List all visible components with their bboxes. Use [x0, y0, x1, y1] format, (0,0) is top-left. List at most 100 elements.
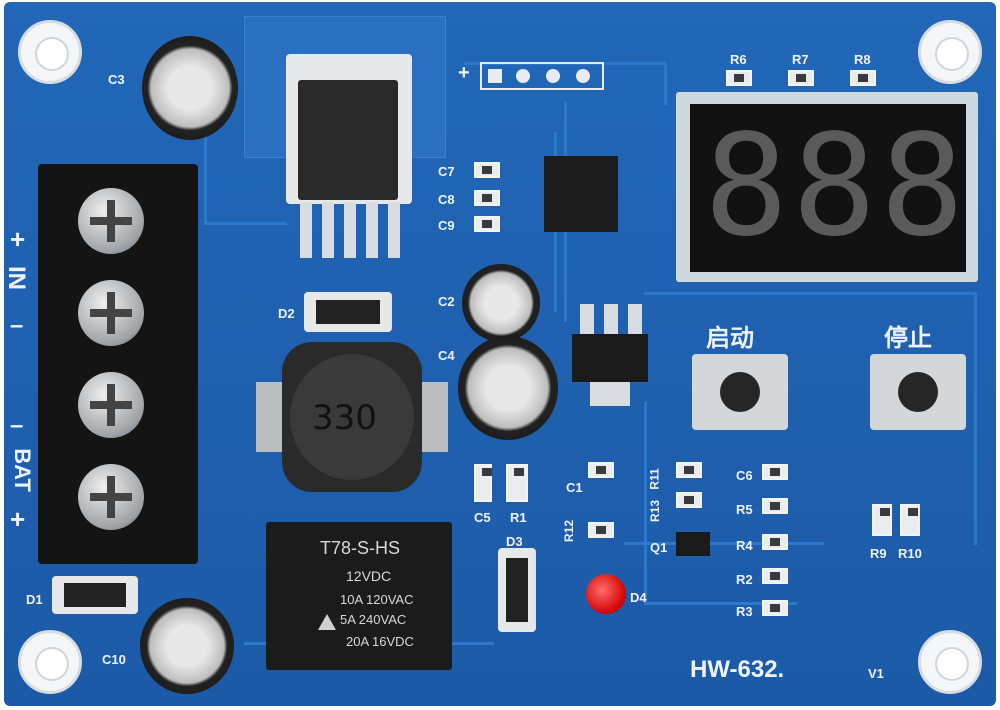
- display-digit-2: 8: [792, 105, 877, 268]
- label-d4: D4: [630, 590, 647, 605]
- mounting-hole-bottom-right: [918, 630, 982, 694]
- resistor-r11: [676, 462, 702, 478]
- mounting-hole-bottom-left: [18, 630, 82, 694]
- label-r10: R10: [898, 546, 922, 561]
- relay-coil: 12VDC: [346, 568, 392, 584]
- mounting-hole-top-left: [18, 20, 82, 84]
- diode-d3: [498, 548, 536, 632]
- stop-button-label: 停止: [884, 325, 932, 352]
- display-digit-3: 8: [880, 105, 965, 268]
- controller-ic: [534, 156, 628, 232]
- label-c10: C10: [102, 652, 126, 667]
- capacitor-c9: [474, 216, 500, 232]
- inductor-marking: 330: [312, 398, 377, 438]
- voltage-regulator: [286, 54, 412, 204]
- capacitor-c4: [458, 336, 558, 440]
- diode-d2: [304, 292, 392, 332]
- transistor-q1: [676, 532, 710, 556]
- label-header-plus: +: [458, 62, 470, 84]
- capacitor-c10: [140, 598, 234, 694]
- pin-header: [480, 62, 604, 90]
- relay-rating-3: 20A 16VDC: [346, 634, 414, 649]
- trace: [644, 402, 797, 605]
- trace: [204, 112, 287, 225]
- seven-segment-display: 8 8 8: [676, 92, 978, 282]
- label-r4: R4: [736, 538, 753, 553]
- relay-rating-1: 10A 120VAC: [340, 592, 414, 607]
- label-r9: R9: [870, 546, 887, 561]
- resistor-r9: [872, 504, 892, 536]
- warning-triangle-icon: [318, 614, 336, 630]
- terminal-screw-bat-minus[interactable]: [78, 372, 144, 438]
- label-c4: C4: [438, 348, 455, 363]
- label-r8: R8: [854, 52, 871, 67]
- mounting-hole-top-right: [918, 20, 982, 84]
- label-d1: D1: [26, 592, 43, 607]
- inductor: 330: [256, 342, 448, 492]
- label-d2: D2: [278, 306, 295, 321]
- label-bat-plus: +: [10, 504, 26, 534]
- capacitor-c3: [142, 36, 238, 140]
- label-r3: R3: [736, 604, 753, 619]
- resistor-r6: [726, 70, 752, 86]
- regulator-pins: [300, 202, 400, 258]
- label-d3: D3: [506, 534, 523, 549]
- label-c2: C2: [438, 294, 455, 309]
- resistor-r13: [676, 492, 702, 508]
- trace: [644, 292, 977, 545]
- label-q1: Q1: [650, 540, 668, 555]
- led-d4: [586, 574, 626, 614]
- pcb-board: + IN – – BAT + C3 D2 330 + C7 C8 C9: [3, 2, 996, 706]
- regulator-transistor: [570, 304, 650, 410]
- label-in-plus: +: [10, 224, 26, 254]
- label-c9: C9: [438, 218, 455, 233]
- label-r7: R7: [792, 52, 809, 67]
- display-digit-1: 8: [704, 105, 789, 268]
- resistor-r5: [762, 498, 788, 514]
- start-button[interactable]: [692, 354, 788, 430]
- capacitor-c1: [588, 462, 614, 478]
- label-in-minus: –: [10, 312, 24, 339]
- label-r6: R6: [730, 52, 747, 67]
- resistor-r1: [506, 464, 528, 502]
- label-c1: C1: [566, 480, 583, 495]
- terminal-screw-in-minus[interactable]: [78, 280, 144, 346]
- label-r13: R13: [648, 499, 663, 523]
- capacitor-c7: [474, 162, 500, 178]
- diode-d1: [52, 576, 138, 614]
- label-c8: C8: [438, 192, 455, 207]
- label-r12: R12: [562, 519, 577, 543]
- version-label: V1: [868, 666, 884, 681]
- label-c5: C5: [474, 510, 491, 525]
- capacitor-c6: [762, 464, 788, 480]
- relay-rating-2: 5A 240VAC: [340, 612, 407, 627]
- start-button-label: 启动: [706, 325, 754, 352]
- screw-terminal-block: [38, 164, 198, 564]
- label-in: IN: [3, 266, 30, 290]
- resistor-r3: [762, 600, 788, 616]
- relay: T78-S-HS 12VDC 10A 120VAC 5A 240VAC 20A …: [266, 522, 452, 670]
- resistor-r7: [788, 70, 814, 86]
- resistor-r2: [762, 568, 788, 584]
- label-r1: R1: [510, 510, 527, 525]
- label-c6: C6: [736, 468, 753, 483]
- capacitor-c2: [462, 264, 540, 342]
- terminal-screw-in-plus[interactable]: [78, 188, 144, 254]
- label-r11: R11: [647, 468, 662, 490]
- label-bat: BAT: [9, 448, 35, 492]
- terminal-screw-bat-plus[interactable]: [78, 464, 144, 530]
- trace: [624, 542, 824, 555]
- stop-button[interactable]: [870, 354, 966, 430]
- label-bat-minus: –: [10, 412, 24, 439]
- label-c3: C3: [108, 72, 125, 87]
- resistor-r12: [588, 522, 614, 538]
- label-r2: R2: [736, 572, 753, 587]
- capacitor-c5: [474, 464, 492, 502]
- resistor-r4: [762, 534, 788, 550]
- relay-model: T78-S-HS: [320, 538, 401, 558]
- resistor-r10: [900, 504, 920, 536]
- label-r5: R5: [736, 502, 753, 517]
- capacitor-c8: [474, 190, 500, 206]
- board-model-label: HW-632.: [690, 656, 785, 683]
- resistor-r8: [850, 70, 876, 86]
